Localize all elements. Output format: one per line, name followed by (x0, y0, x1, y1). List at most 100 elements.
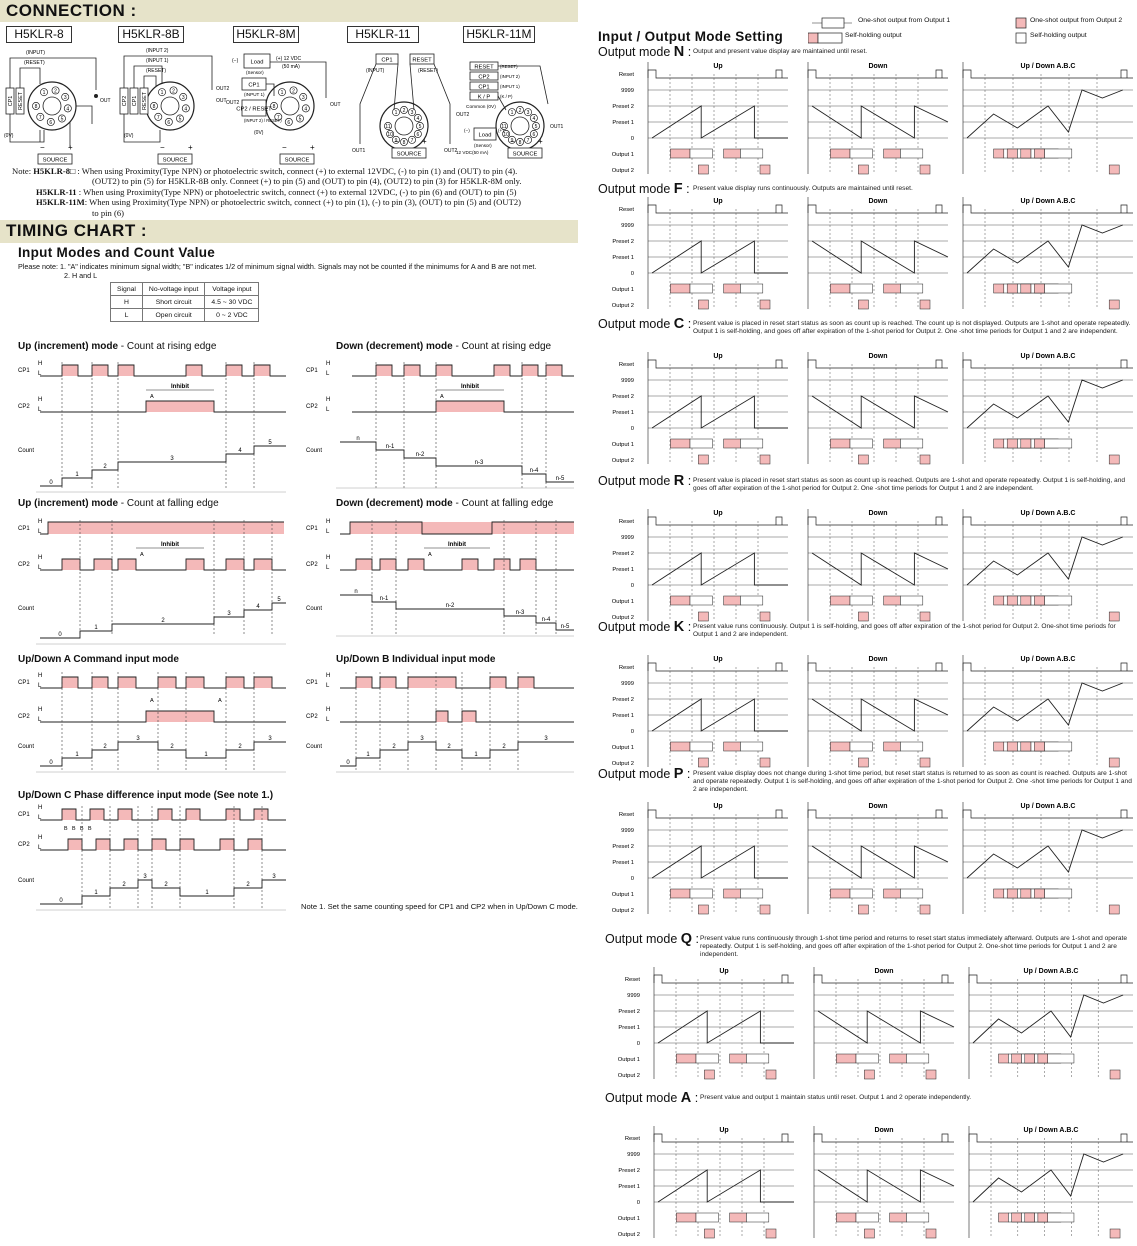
output-mode-desc-f: Present value display runs continuously.… (693, 185, 913, 192)
updown-c-cp1-pulse-fill (62, 809, 76, 820)
output-mode-desc-c: Present value is placed in reset start s… (693, 320, 1131, 336)
row-label: Output 2 (612, 761, 634, 767)
output2-oneshot (919, 757, 931, 768)
mode-colon: : (684, 474, 692, 488)
mode-letter: F (673, 181, 683, 197)
updown-a-count-trace (40, 741, 286, 767)
output2-oneshot (1109, 1069, 1121, 1080)
h5klr11m-pin-number: 6 (532, 132, 535, 138)
h5klr8b-plus: + (188, 143, 193, 152)
count-trace (657, 1010, 794, 1044)
row-label: 0 (637, 1200, 640, 1206)
down-rising-cp1-pulse-fill (522, 365, 538, 376)
output1-selfhold (1044, 595, 1073, 606)
column-title: Down (868, 510, 887, 517)
h5klr11m-pin (529, 130, 538, 138)
h5klr8-0v: (0V) (4, 133, 14, 139)
column-title: Up (719, 968, 728, 975)
column-title: Up (713, 803, 722, 810)
h5klr11m-pin (524, 135, 532, 144)
h5klr8-socket-hub (42, 96, 62, 116)
h5klr11-pin (392, 135, 400, 144)
output-mode-title-a: Output mode A : (605, 1090, 698, 1106)
column-title: Down (868, 63, 887, 70)
output-mode-title-c: Output mode C : (598, 316, 691, 332)
down-rising-l: L (326, 371, 330, 377)
h5klr11m-pin (500, 122, 508, 130)
h5klr8m-pin (270, 102, 278, 110)
down-falling-count-trace (340, 594, 574, 631)
h5klr8b-pin-number: 5 (179, 117, 182, 123)
updown-c-cp2-pulse-fill (68, 839, 82, 850)
output2-oneshot (919, 164, 931, 175)
output1-selfhold (900, 283, 924, 294)
h5klr8b-pin (176, 114, 184, 123)
up-rising-cp1-pulse-fill (92, 365, 108, 376)
reset-trace (962, 809, 1133, 819)
please-note: Please note: 1. "A" indicates minimum si… (18, 262, 537, 271)
legend-label-selfhold-1: Self-holding output (845, 32, 902, 39)
output2-oneshot (698, 454, 709, 465)
h5klr11-pin-number: 10 (387, 132, 393, 138)
legend-selfhold-1-box (817, 32, 843, 44)
h5klr8b-pin-number: 4 (184, 106, 187, 112)
output1-oneshot (670, 438, 691, 449)
h5klr8-wire (9, 114, 45, 143)
h5klr11m-source-label: SOURCE (513, 151, 538, 157)
row-label: Preset 1 (618, 1025, 640, 1031)
output2-oneshot (919, 904, 931, 915)
up-falling-count-label: Count (18, 606, 34, 612)
h5klr8b-input1: (INPUT 1) (146, 58, 169, 64)
updown-a-cp1-pulse-fill (118, 677, 136, 688)
mode-colon: : (684, 45, 692, 59)
up-rising-a: A (150, 394, 154, 400)
updown-c-cp1-pulse-fill (118, 809, 132, 820)
connection-notes: Note: H5KLR-8□ : When using Proximity(Ty… (12, 166, 578, 218)
output-mode-desc-n: Output and present value display are mai… (693, 48, 868, 55)
h5klr11-pin (400, 138, 408, 146)
up-rising-cp1-pulse-fill (226, 365, 242, 376)
h5klr11-pin-number: 8 (403, 140, 406, 146)
row-label: Output 2 (612, 168, 634, 174)
chart-title-updown-a: Up/Down A Command input mode (18, 654, 179, 665)
up-rising-l2: L (38, 407, 42, 413)
up-falling-count-value: 5 (277, 597, 281, 603)
h5klr8-pin-number: 1 (43, 90, 46, 96)
chart-title-down-falling: Down (decrement) mode - Count at falling… (336, 498, 553, 509)
column-title: Down (868, 656, 887, 663)
up-rising-count-value: 4 (238, 448, 242, 454)
reset-trace (935, 516, 943, 525)
output2-oneshot (858, 757, 869, 768)
h5klr8m-source (279, 153, 315, 165)
h5klr11m-wire (498, 65, 549, 105)
h5klr11-pin (400, 106, 408, 114)
output2-oneshot (925, 1069, 937, 1080)
row-label: Preset 2 (618, 1009, 640, 1015)
up-falling-cp2-pulse-fill (62, 559, 80, 570)
updown-b-cp1-pulse-fill (490, 677, 506, 688)
signal-table-cell: H (110, 295, 143, 309)
up-rising-cp1-pulse-fill (186, 365, 202, 376)
count-trace (811, 105, 949, 139)
output2-oneshot (1108, 454, 1120, 465)
down-falling-count-value: n-1 (380, 596, 389, 602)
h5klr8b-cp2-label: CP2 (122, 96, 128, 107)
reset-trace (935, 809, 943, 818)
h5klr11-wire (359, 63, 377, 144)
h5klr11-wire (433, 63, 451, 144)
down-rising-cp1-label: CP1 (306, 368, 318, 374)
h5klr8m-out2: OUT2 (226, 100, 240, 106)
h5klr8b-source (157, 153, 193, 165)
count-trace (651, 395, 788, 429)
updown-a-cp1-label: CP1 (18, 680, 30, 686)
output1-selfhold (689, 148, 713, 159)
up-rising-cp1-pulse-fill (254, 365, 270, 376)
output2-oneshot (759, 757, 771, 768)
count-trace (972, 994, 1124, 1044)
output1-selfhold (740, 148, 764, 159)
mode-word: Output mode (598, 620, 674, 634)
output1-selfhold (900, 888, 924, 899)
h5klr11m-pin-number: 8 (519, 140, 522, 146)
